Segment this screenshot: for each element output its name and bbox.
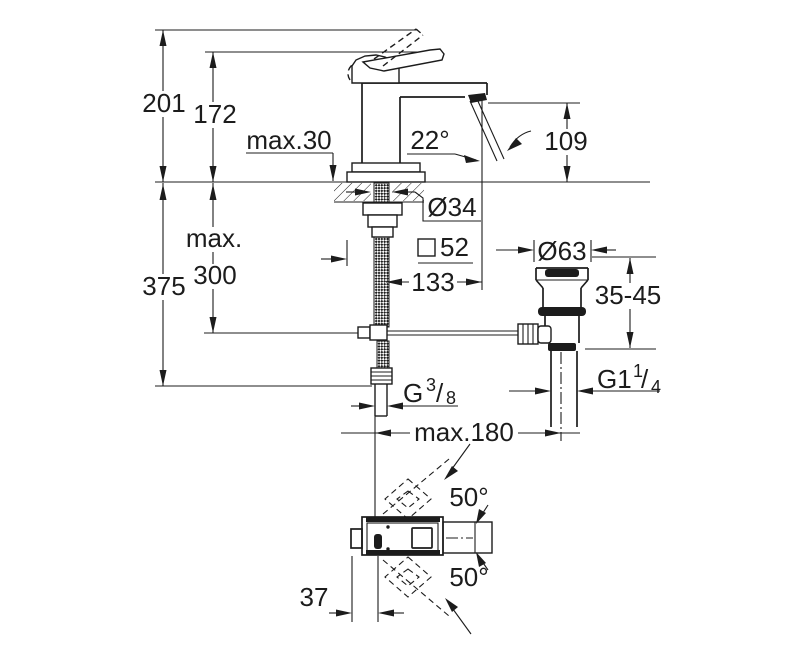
dim-spout-height: 109 [488,102,590,182]
top-view-lever [442,521,493,554]
dim-swing-up: 50° [444,443,489,524]
dim-max-spread: max.180 [341,417,580,447]
square-symbol [417,238,436,257]
stream-pointer-arrowhead [507,138,522,151]
label-basin-thickness: 35-45 [595,280,662,310]
top-view-cartridge-square [411,527,433,549]
side-view-faucet [155,28,650,517]
mounting-washer [362,202,403,216]
label-swing-up: 50° [449,482,488,512]
label-total-height: 201 [142,88,185,118]
base-plate [346,171,426,183]
label-drain-diameter: Ø63 [537,236,586,266]
dim-base-square: 52 [321,232,473,266]
drain-rod-knob [517,323,552,345]
dim-spout-reach: 133 [386,267,482,297]
supply-tube [374,384,388,417]
label-handle-offset: 37 [300,582,329,612]
dim-swing-down: 50° [445,552,489,635]
drain-locknut [548,343,576,351]
water-stream [469,98,505,162]
dim-spout-angle: 22° [407,125,480,163]
dim-body-height: 172 [192,52,237,182]
dim-drain-diameter: Ø63 [496,236,616,266]
hose-tee [369,324,388,341]
dim-drain-thread: G1 1 / 4 [509,361,661,397]
label-drain-thread-num: 1 [633,361,643,381]
label-swing-down: 50° [449,562,488,592]
handle-raised-dashed [347,28,424,81]
label-body-height: 172 [193,99,236,129]
body-foot [351,162,421,173]
label-supply-thread-slash: / [436,378,444,408]
label-max-spread: max.180 [414,417,514,447]
label-below-deck-value: 300 [193,260,236,290]
label-spout-reach: 133 [411,267,454,297]
dim-basin-thickness: 35-45 [585,256,663,350]
label-hole-diameter: Ø34 [427,192,476,222]
drain-plug [545,269,579,277]
label-supply-thread-den: 8 [446,388,456,408]
label-deck-thickness: max.30 [246,125,331,155]
aerator-tip [468,93,487,103]
lever-position-up [382,458,450,520]
dim-deck-thickness: max.30 [246,125,337,181]
label-total-below: 375 [142,271,185,301]
label-drain-thread-g: G1 [597,364,632,394]
drain-assembly [517,267,589,441]
rod-joint [357,326,371,339]
top-view-front-tab [350,528,363,549]
dim-below-deck: max. 300 [183,183,244,333]
lever-position-down [382,556,450,617]
label-below-deck-word: max. [186,223,242,253]
label-supply-thread-num: 3 [426,375,436,395]
label-base-square: 52 [440,232,469,262]
dim-hole-diameter: Ø34 [346,188,481,222]
top-view-supply-hole [374,534,382,549]
top-view-faucet: 50° 50° 37 [300,443,493,635]
label-drain-thread-den: 4 [651,377,661,397]
label-supply-thread-g: G [403,378,423,408]
dim-handle-offset: 37 [300,556,404,622]
braided-hose [376,340,390,369]
drain-seal-ring [538,307,586,316]
label-spout-height: 109 [544,126,587,156]
label-spout-angle: 22° [410,125,449,155]
label-drain-thread-slash: / [641,364,649,394]
mounting-screw [371,226,394,238]
mounting-nut [367,214,398,228]
dim-total-height: 201 [142,30,187,182]
dim-total-below: 375 [141,183,187,386]
dim-supply-thread: G 3 / 8 [351,375,458,410]
supply-nut [370,367,393,385]
